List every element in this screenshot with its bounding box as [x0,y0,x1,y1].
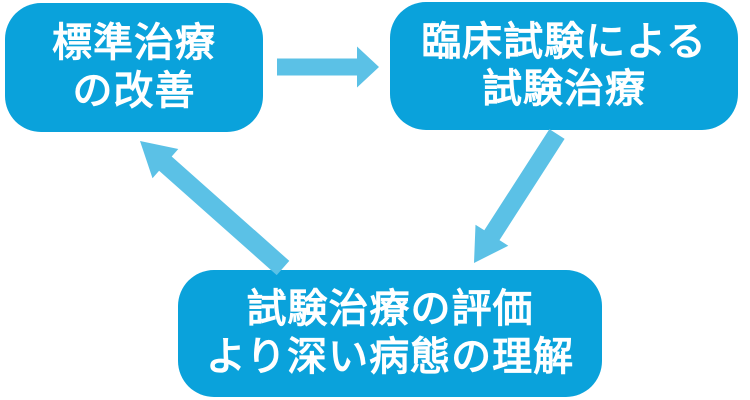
node-standard-treatment-label: 標準治療 の改善 [52,21,216,113]
node-trial-treatment-label: 臨床試験による 試験治療 [421,19,707,111]
node-standard-treatment-improvement: 標準治療 の改善 [5,3,263,132]
node-evaluation-deeper-understanding: 試験治療の評価 より深い病態の理解 [178,270,602,397]
arrow-up-left-icon [140,141,290,276]
node-evaluation-label: 試験治療の評価 より深い病態の理解 [205,287,575,379]
node-trial-treatment-by-clinical-trial: 臨床試験による 試験治療 [390,2,738,130]
arrow-down-left-icon [474,129,565,263]
arrow-right-icon [277,46,379,88]
